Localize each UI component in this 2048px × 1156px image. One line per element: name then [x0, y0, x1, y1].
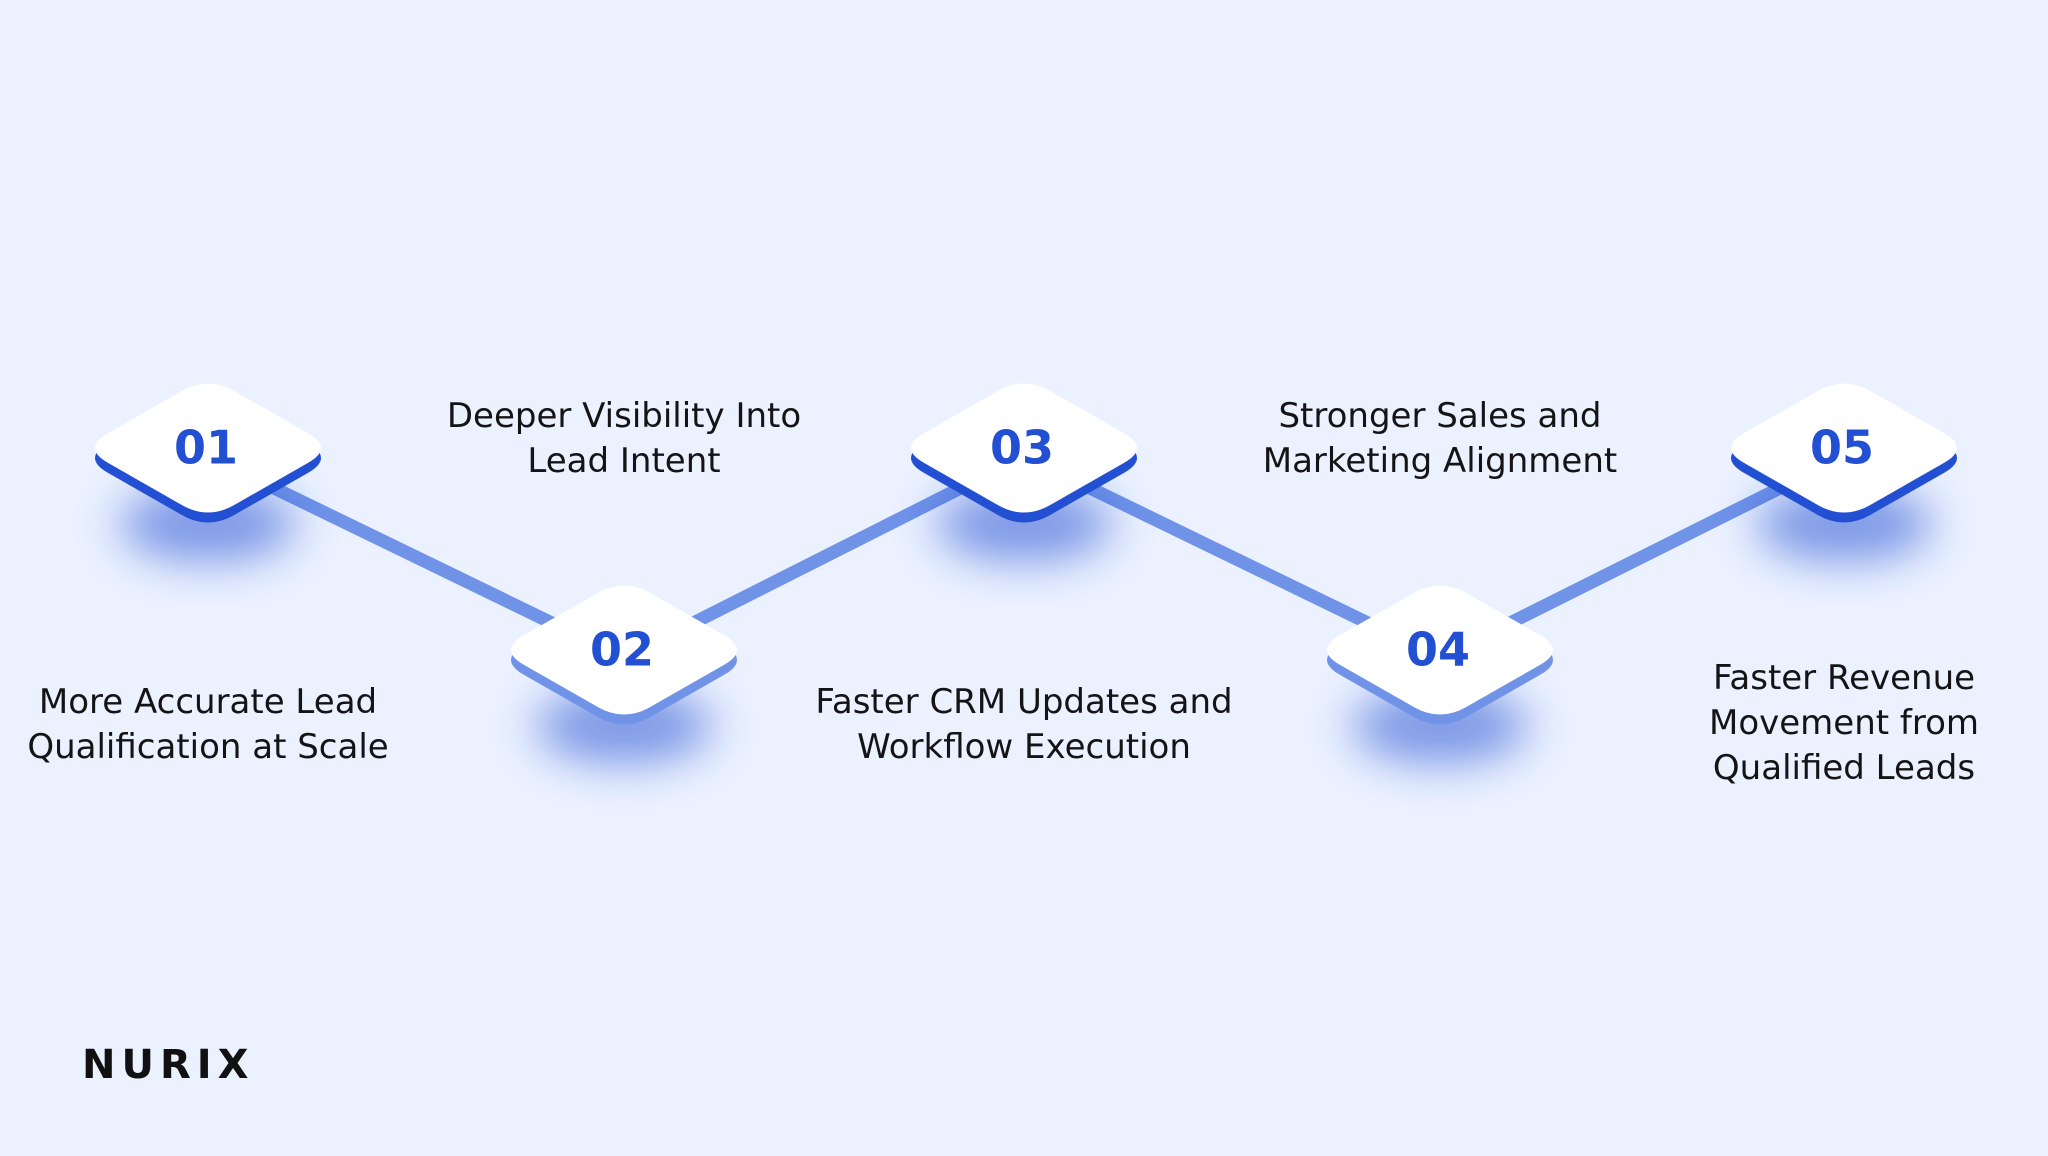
step-label-04: Stronger Sales and Marketing Alignment [1262, 396, 1618, 481]
step-diamond-face [511, 585, 737, 715]
step-node-05: 05 [1731, 383, 1957, 562]
step-glow-shadow [120, 486, 296, 562]
step-diamond-face [1327, 585, 1553, 715]
step-node-01: 01 [95, 383, 321, 562]
step-glow-shadow [1756, 486, 1932, 562]
step-nodes: 01 02 03 04 05 [95, 383, 1957, 764]
step-diamond-face [95, 383, 321, 513]
step-diamond-face [1731, 383, 1957, 513]
step-number-01: 01 [174, 421, 238, 475]
step-number-04: 04 [1406, 623, 1470, 677]
step-label-02: Deeper Visibility Into Lead Intent [446, 396, 802, 481]
step-number-02: 02 [590, 623, 654, 677]
step-node-04: 04 [1327, 585, 1553, 764]
nurix-logo: NURIX [82, 1042, 255, 1088]
step-glow-shadow [936, 486, 1112, 562]
step-node-02: 02 [511, 585, 737, 764]
step-glow-shadow [536, 688, 712, 764]
step-label-03: Faster CRM Updates and Workflow Executio… [815, 682, 1233, 767]
step-number-05: 05 [1810, 421, 1874, 475]
step-number-03: 03 [990, 421, 1054, 475]
step-label-01: More Accurate Lead Qualification at Scal… [27, 682, 389, 767]
step-diamond-face [911, 383, 1137, 513]
step-label-05: Faster Revenue Movement from Qualified L… [1708, 658, 1980, 788]
step-node-03: 03 [911, 383, 1137, 562]
step-glow-shadow [1352, 688, 1528, 764]
